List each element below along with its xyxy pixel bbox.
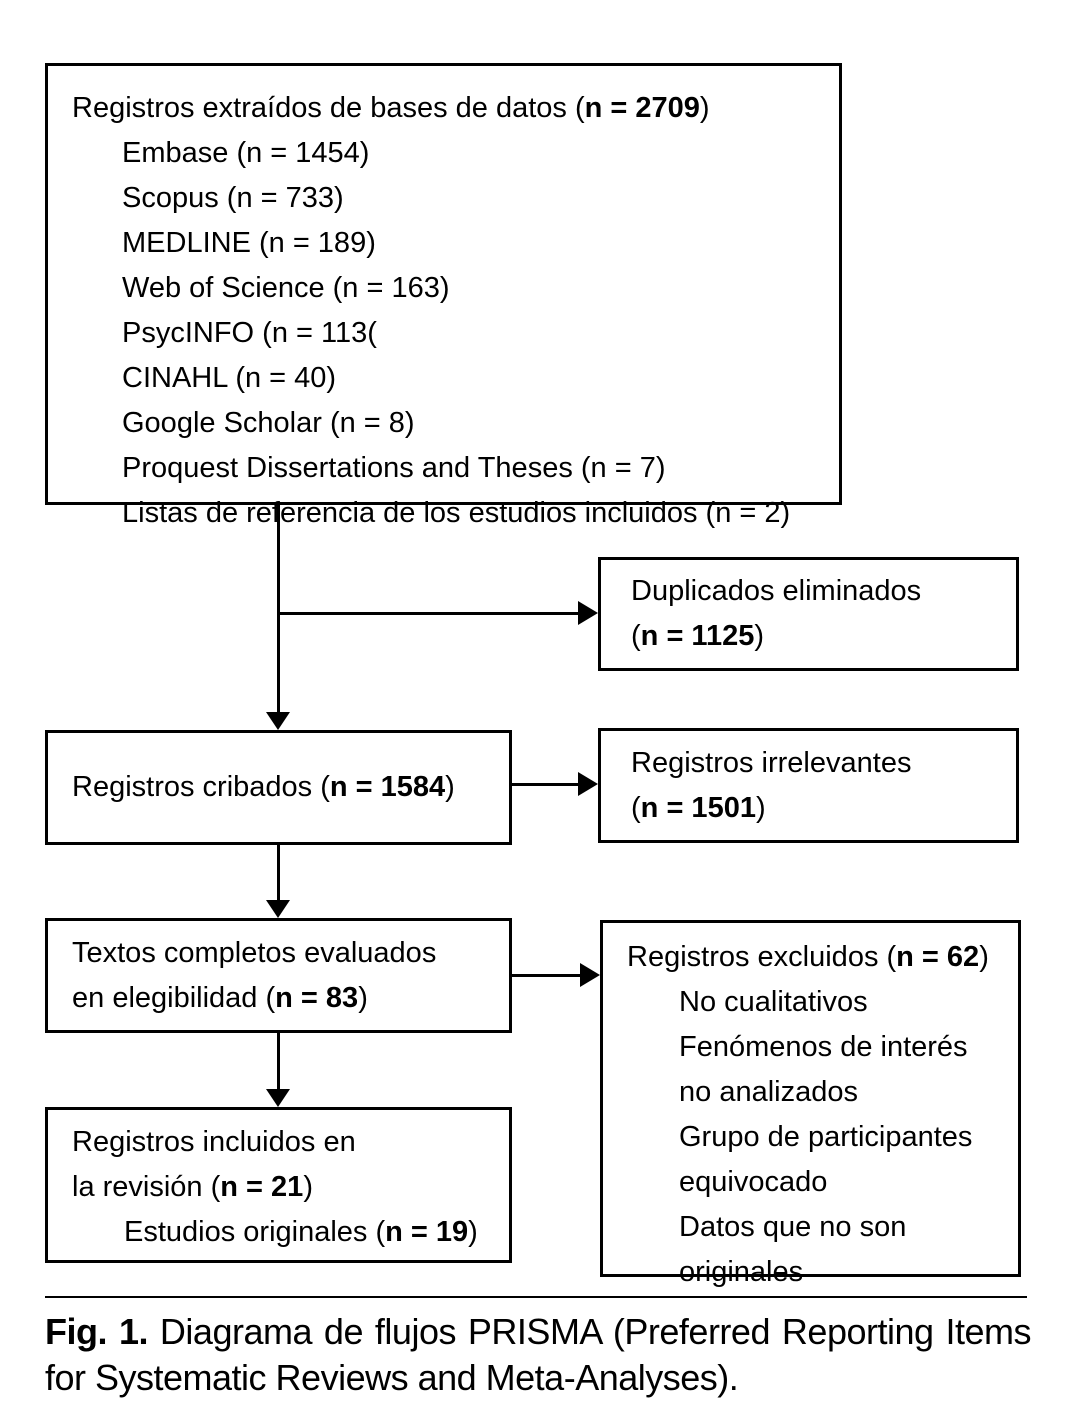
fulltext-line2-pre: en elegibilidad ( — [72, 981, 276, 1014]
fulltext-line2: en elegibilidad (n = 83) — [72, 976, 509, 1021]
figure-caption-text: Diagrama de flujos PRISMA (Preferred Rep… — [45, 1311, 1031, 1398]
box-records-screened: Registros cribados (n = 1584) — [45, 730, 512, 845]
included-line3: Estudios originales (n = 19) — [124, 1210, 499, 1255]
caption-divider — [45, 1296, 1027, 1298]
database-source-item: Scopus (n = 733) — [122, 182, 344, 214]
duplicates-count-line: (n = 1125) — [631, 614, 1016, 659]
arrow-identified-to-screened-line — [277, 505, 280, 713]
arrow-fulltext-to-excluded-line — [510, 974, 582, 977]
database-source-item: MEDLINE (n = 189) — [122, 227, 376, 259]
exclusion-reason-item: Fenómenos de interés no analizados — [679, 1031, 968, 1108]
identified-title-count: n = 2709 — [584, 92, 700, 124]
excluded-title: Registros excluidos (n = 62) — [627, 935, 1008, 980]
irrelevant-count-pre: ( — [631, 791, 641, 824]
included-line3-pre: Estudios originales ( — [124, 1216, 386, 1248]
duplicates-count-post: ) — [754, 620, 765, 652]
irrelevant-count-line: (n = 1501) — [631, 786, 1016, 831]
arrow-fulltext-to-included-line — [277, 1033, 280, 1089]
included-line1: Registros incluidos en — [72, 1126, 356, 1158]
database-source-item: Embase (n = 1454) — [122, 137, 370, 169]
exclusion-reason-item: Grupo de participantes equivocado — [679, 1121, 973, 1198]
exclusion-reason-list: No cualitativos Fenómenos de interés no … — [679, 980, 994, 1295]
box-records-excluded: Registros excluidos (n = 62) No cualitat… — [600, 920, 1021, 1288]
database-source-item: Web of Science (n = 163) — [122, 272, 450, 304]
identified-title-post: ) — [699, 92, 710, 124]
arrowhead-down-icon — [266, 900, 290, 918]
database-source-item: CINAHL (n = 40) — [122, 362, 337, 394]
excluded-title-post: ) — [979, 941, 989, 973]
included-count: n = 21 — [220, 1171, 304, 1203]
arrowhead-right-icon — [580, 963, 600, 987]
database-source-item: Listas de referencia de los estudios inc… — [122, 497, 791, 529]
figure-caption: Fig. 1. Diagrama de flujos PRISMA (Prefe… — [45, 1309, 1031, 1401]
excluded-title-pre: Registros excluidos ( — [627, 941, 897, 973]
fulltext-count: n = 83 — [275, 981, 359, 1014]
arrow-to-duplicates-line — [278, 612, 580, 615]
screened-title-post: ) — [445, 771, 455, 803]
screened-count: n = 1584 — [329, 771, 446, 803]
database-source-item: Proquest Dissertations and Theses (n = 7… — [122, 452, 666, 484]
arrowhead-down-icon — [266, 1089, 290, 1107]
original-studies-count: n = 19 — [385, 1216, 469, 1248]
screened-title: Registros cribados (n = 1584) — [72, 765, 509, 810]
box-records-irrelevant: Registros irrelevantes (n = 1501) — [598, 728, 1019, 843]
duplicates-count-pre: ( — [631, 620, 641, 652]
database-source-item: PsycINFO (n = 113( — [122, 317, 377, 349]
box-records-identified: Registros extraídos de bases de datos (n… — [45, 63, 842, 529]
screened-title-pre: Registros cribados ( — [72, 771, 330, 803]
box-duplicates-removed: Duplicados eliminados (n = 1125) — [598, 557, 1019, 671]
box-records-included: Registros incluidos en la revisión (n = … — [45, 1107, 512, 1263]
irrelevant-count: n = 1501 — [640, 791, 756, 824]
arrowhead-down-icon — [266, 712, 290, 730]
fulltext-line2-post: ) — [358, 981, 368, 1014]
duplicates-line1: Duplicados eliminados — [631, 575, 922, 607]
exclusion-reason-item: No cualitativos — [679, 986, 868, 1018]
fulltext-line1: Textos completos evaluados — [72, 936, 437, 969]
excluded-count: n = 62 — [896, 941, 980, 973]
box-fulltext-assessed: Textos completos evaluados en elegibilid… — [45, 918, 512, 1033]
irrelevant-line1: Registros irrelevantes — [631, 746, 912, 779]
figure-caption-label: Fig. 1. — [45, 1311, 148, 1352]
included-line2-post: ) — [303, 1171, 313, 1203]
arrowhead-right-icon — [578, 601, 598, 625]
arrow-screened-to-irrelevant-line — [510, 783, 580, 786]
included-line3-post: ) — [468, 1216, 478, 1248]
exclusion-reason-item: Datos que no son originales — [679, 1211, 907, 1288]
irrelevant-count-post: ) — [755, 791, 766, 824]
arrowhead-right-icon — [578, 772, 598, 796]
included-line2: la revisión (n = 21) — [72, 1165, 499, 1210]
duplicates-count: n = 1125 — [640, 620, 755, 652]
identified-title: Registros extraídos de bases de datos (n… — [72, 86, 825, 131]
database-source-item: Google Scholar (n = 8) — [122, 407, 415, 439]
included-line2-pre: la revisión ( — [72, 1171, 221, 1203]
arrow-screened-to-fulltext-line — [277, 845, 280, 902]
identified-title-pre: Registros extraídos de bases de datos ( — [72, 92, 585, 124]
